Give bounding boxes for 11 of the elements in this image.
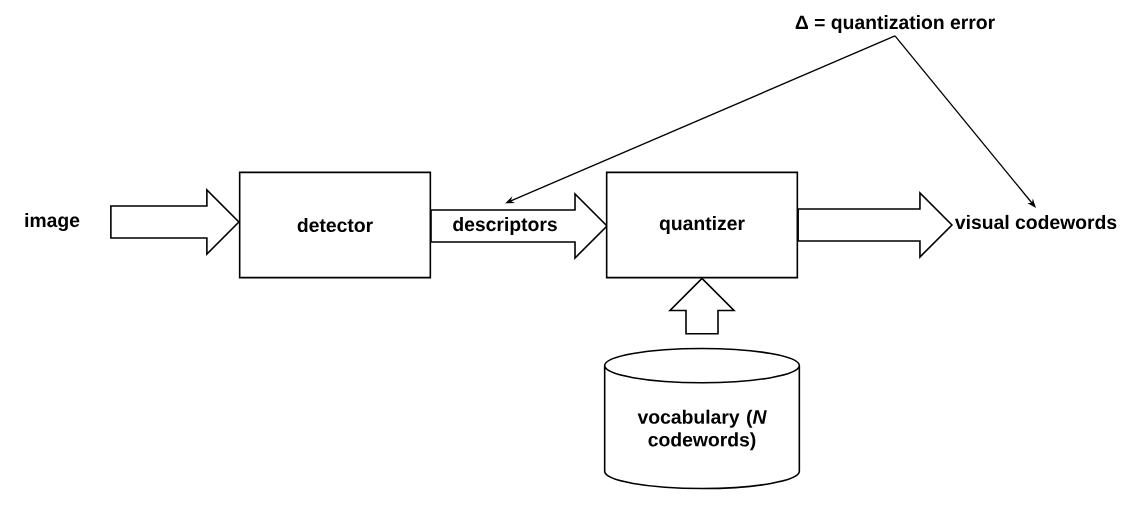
text-label: image [25,212,80,232]
database-cylinder: vocabulary (N codewords) [603,347,801,490]
leader-line [894,35,1036,208]
block-arrow [668,277,736,335]
text-label: visual codewords [954,214,1117,230]
block-arrow [110,188,240,256]
process-box: detector [238,171,432,279]
block-arrow [797,191,954,259]
arrow-box: descriptors [430,192,609,260]
text-label: Δ = quantization error [795,15,995,33]
process-box: quantizer [605,171,799,279]
